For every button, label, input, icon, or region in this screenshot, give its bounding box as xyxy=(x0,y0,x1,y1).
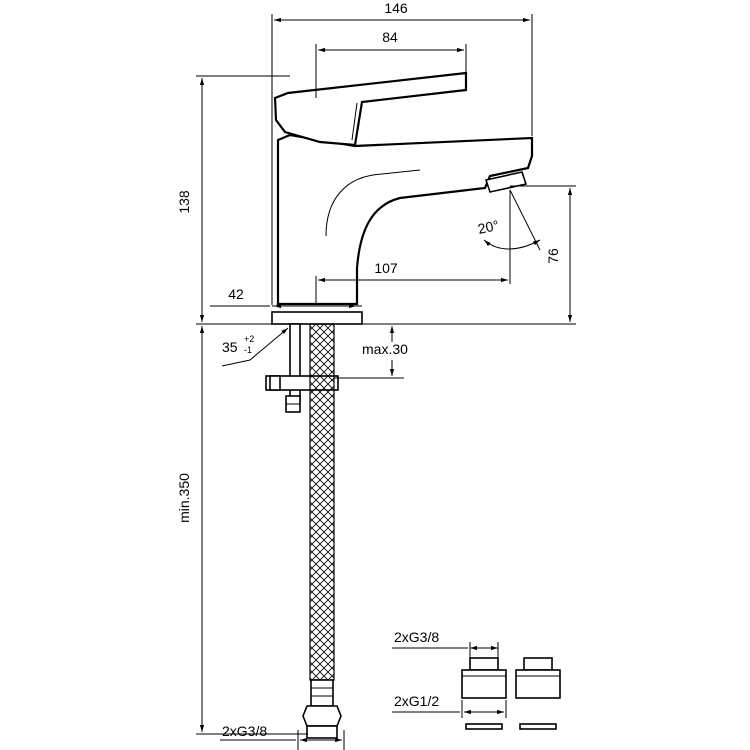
dim-max-thickness: max.30 xyxy=(362,341,408,357)
adapter-label-large: 2xG1/2 xyxy=(394,693,439,709)
dim-hole-diameter: 35 xyxy=(222,339,238,355)
dim-overall-width: 146 xyxy=(384,0,408,16)
adapter-label-small: 2xG3/8 xyxy=(394,629,439,645)
mounting-rod xyxy=(285,323,301,413)
dim-lever-length: 84 xyxy=(382,29,398,45)
flexible-hose xyxy=(302,323,342,739)
dim-spout-reach: 107 xyxy=(374,260,398,276)
dimension-lines: 146 84 138 76 107 42 20° 35 +2 -1 max.30… xyxy=(176,0,576,750)
dim-spout-angle: 20° xyxy=(476,217,500,237)
dim-hose-connection: 2xG3/8 xyxy=(222,723,267,739)
dim-base-width: 42 xyxy=(228,286,244,302)
aerator xyxy=(484,171,528,193)
dim-hole-tol-lower: -1 xyxy=(244,345,252,355)
dim-spout-height: 76 xyxy=(545,248,561,264)
base-plate xyxy=(271,311,363,325)
dim-hole-tol-upper: +2 xyxy=(244,334,254,344)
dim-overall-height: 138 xyxy=(176,190,192,214)
dim-min-hose-length: min.350 xyxy=(176,473,192,523)
adapter-fittings: 2xG3/8 2xG1/2 xyxy=(392,629,561,730)
lever-handle xyxy=(273,71,468,147)
tap-body xyxy=(276,133,534,306)
